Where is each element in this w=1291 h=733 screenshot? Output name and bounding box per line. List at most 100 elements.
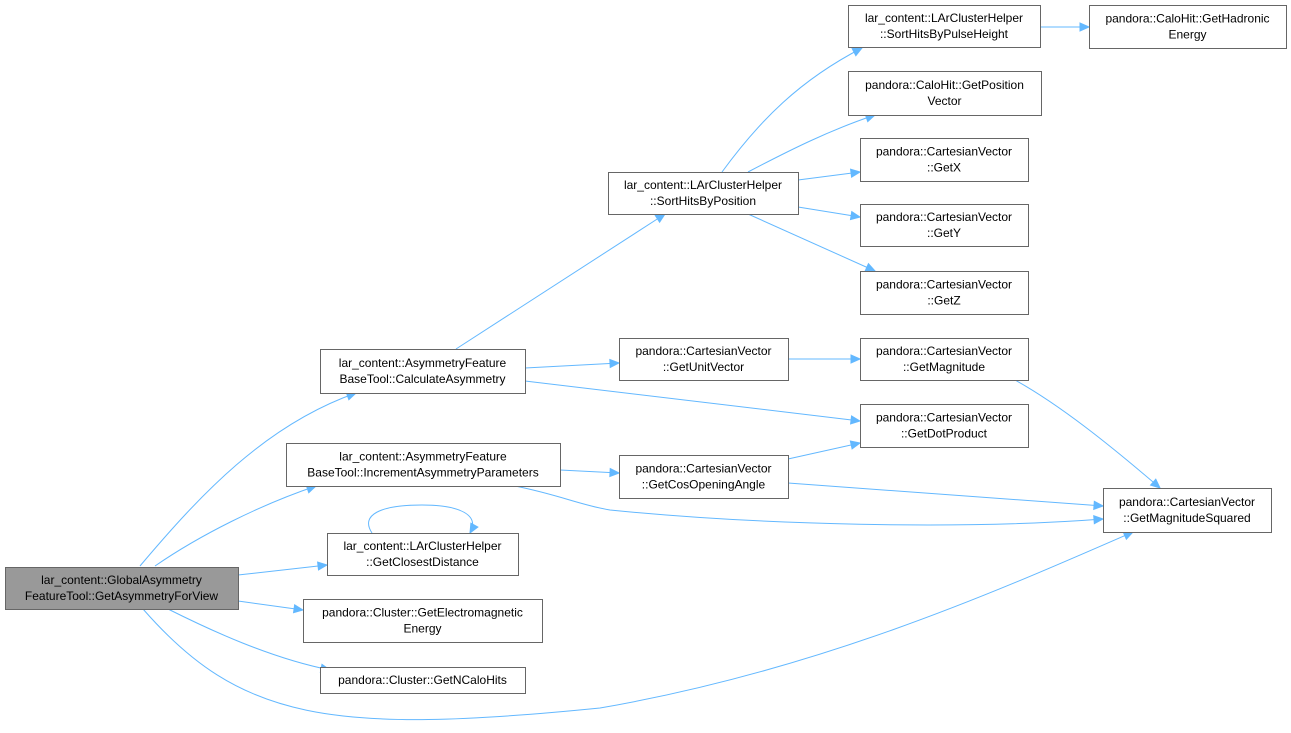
edge-sortpos-to-sortpulse xyxy=(721,47,864,173)
edge-sortpos-to-posvec xyxy=(747,113,877,173)
edge-root-to-magsq xyxy=(142,531,1135,721)
edge-root-to-emenergy xyxy=(237,600,305,614)
node-box xyxy=(320,349,526,394)
node-label-line: pandora::CartesianVector xyxy=(1119,495,1255,509)
node-box xyxy=(327,533,519,576)
node-box xyxy=(1089,5,1287,49)
arrow-head xyxy=(292,603,305,614)
node-box xyxy=(848,71,1042,116)
arrow-head xyxy=(1093,500,1105,511)
edge-sortpulse-to-hadronic xyxy=(1040,22,1091,32)
node-label-line: ::GetY xyxy=(927,226,961,240)
node-box xyxy=(608,172,799,215)
node-label-line: FeatureTool::GetAsymmetryForView xyxy=(25,589,219,603)
node-calcasym[interactable]: lar_content::AsymmetryFeatureBaseTool::C… xyxy=(320,349,526,394)
node-label-line: Energy xyxy=(1168,28,1206,42)
node-label-line: pandora::CartesianVector xyxy=(635,462,771,476)
node-label-line: ::GetMagnitude xyxy=(903,360,985,374)
node-closest[interactable]: lar_content::LArClusterHelper::GetCloses… xyxy=(327,533,519,576)
node-label-line: ::GetMagnitudeSquared xyxy=(1123,511,1250,525)
edge-cosopen-to-magsq xyxy=(787,482,1105,511)
node-box xyxy=(860,271,1029,315)
edge-calcasym-to-dotprod xyxy=(524,380,862,425)
node-box xyxy=(286,443,561,487)
node-label-line: ::GetDotProduct xyxy=(901,427,988,441)
arrow-head xyxy=(851,47,864,57)
node-ncalohits[interactable]: pandora::Cluster::GetNCaloHits xyxy=(320,667,526,694)
edge-unitvec-to-magnitude xyxy=(788,354,862,364)
node-sortpos[interactable]: lar_content::LArClusterHelper::SortHitsB… xyxy=(608,172,799,215)
node-emenergy[interactable]: pandora::Cluster::GetElectromagneticEner… xyxy=(303,599,543,643)
edge-line xyxy=(368,504,473,534)
node-label-line: pandora::CaloHit::GetHadronic xyxy=(1105,12,1269,26)
edge-line xyxy=(524,380,861,422)
node-getz[interactable]: pandora::CartesianVector::GetZ xyxy=(860,271,1029,315)
node-label-line: pandora::CaloHit::GetPosition xyxy=(865,78,1024,92)
edge-line xyxy=(797,171,861,181)
edge-line xyxy=(797,206,861,218)
node-unitvec[interactable]: pandora::CartesianVector::GetUnitVector xyxy=(619,338,789,381)
edge-magnitude-to-magsq xyxy=(1014,379,1161,489)
edge-line xyxy=(747,114,876,173)
node-box xyxy=(860,138,1029,182)
arrow-head xyxy=(849,210,862,221)
node-magnitude[interactable]: pandora::CartesianVector::GetMagnitude xyxy=(860,338,1029,381)
edge-line xyxy=(455,213,666,350)
arrow-head xyxy=(1093,514,1105,525)
arrow-head xyxy=(850,354,862,364)
node-magsq[interactable]: pandora::CartesianVector::GetMagnitudeSq… xyxy=(1103,488,1272,533)
node-box xyxy=(848,5,1041,48)
node-label-line: BaseTool::IncrementAsymmetryParameters xyxy=(307,466,538,480)
edge-line xyxy=(787,482,1104,507)
edges-layer xyxy=(139,22,1161,721)
node-label-line: BaseTool::CalculateAsymmetry xyxy=(339,372,505,386)
node-label-line: pandora::CartesianVector xyxy=(876,278,1012,292)
edge-sortpos-to-gety xyxy=(797,206,862,221)
arrow-head xyxy=(469,522,479,535)
edge-root-to-incasym xyxy=(154,484,318,567)
node-label-line: pandora::CartesianVector xyxy=(876,344,1012,358)
edge-line xyxy=(514,485,1104,526)
node-label-line: lar_content::AsymmetryFeature xyxy=(339,356,507,370)
node-getx[interactable]: pandora::CartesianVector::GetX xyxy=(860,138,1029,182)
node-label-line: pandora::CartesianVector xyxy=(876,411,1012,425)
edge-root-to-closest xyxy=(237,561,329,576)
edge-incasym-to-cosopen xyxy=(559,467,621,478)
arrow-head xyxy=(849,168,862,178)
edge-line xyxy=(142,531,1134,721)
edge-line xyxy=(139,392,357,567)
node-dotprod[interactable]: pandora::CartesianVector::GetDotProduct xyxy=(860,404,1029,448)
node-sortpulse[interactable]: lar_content::LArClusterHelper::SortHitsB… xyxy=(848,5,1041,48)
edge-line xyxy=(167,608,331,671)
node-label-line: pandora::Cluster::GetNCaloHits xyxy=(338,673,507,687)
edge-sortpos-to-getz xyxy=(747,213,877,272)
arrow-head xyxy=(850,415,862,425)
node-label-line: ::SortHitsByPosition xyxy=(650,194,756,208)
arrow-head xyxy=(849,440,862,450)
node-label-line: ::SortHitsByPulseHeight xyxy=(880,27,1009,41)
edge-sortpos-to-getx xyxy=(797,168,862,181)
edge-calcasym-to-sortpos xyxy=(455,213,667,350)
node-incasym[interactable]: lar_content::AsymmetryFeatureBaseTool::I… xyxy=(286,443,561,487)
node-label-line: Energy xyxy=(403,622,441,636)
node-label-line: lar_content::LArClusterHelper xyxy=(624,178,782,192)
arrow-head xyxy=(317,561,329,571)
edge-line xyxy=(787,442,861,460)
node-gety[interactable]: pandora::CartesianVector::GetY xyxy=(860,204,1029,247)
node-box xyxy=(860,338,1029,381)
edge-line xyxy=(154,485,317,567)
node-label-line: pandora::Cluster::GetElectromagnetic xyxy=(322,606,523,620)
arrow-head xyxy=(654,213,667,224)
node-box xyxy=(860,204,1029,247)
node-cosopen[interactable]: pandora::CartesianVector::GetCosOpeningA… xyxy=(619,455,789,499)
node-root[interactable]: lar_content::GlobalAsymmetryFeatureTool:… xyxy=(5,567,239,610)
edge-incasym-to-magsq xyxy=(514,485,1105,526)
arrow-head xyxy=(1122,531,1135,541)
arrow-head xyxy=(609,467,621,478)
edge-line xyxy=(237,600,304,611)
node-box xyxy=(619,455,789,499)
edge-closest-to-closest xyxy=(368,504,479,535)
